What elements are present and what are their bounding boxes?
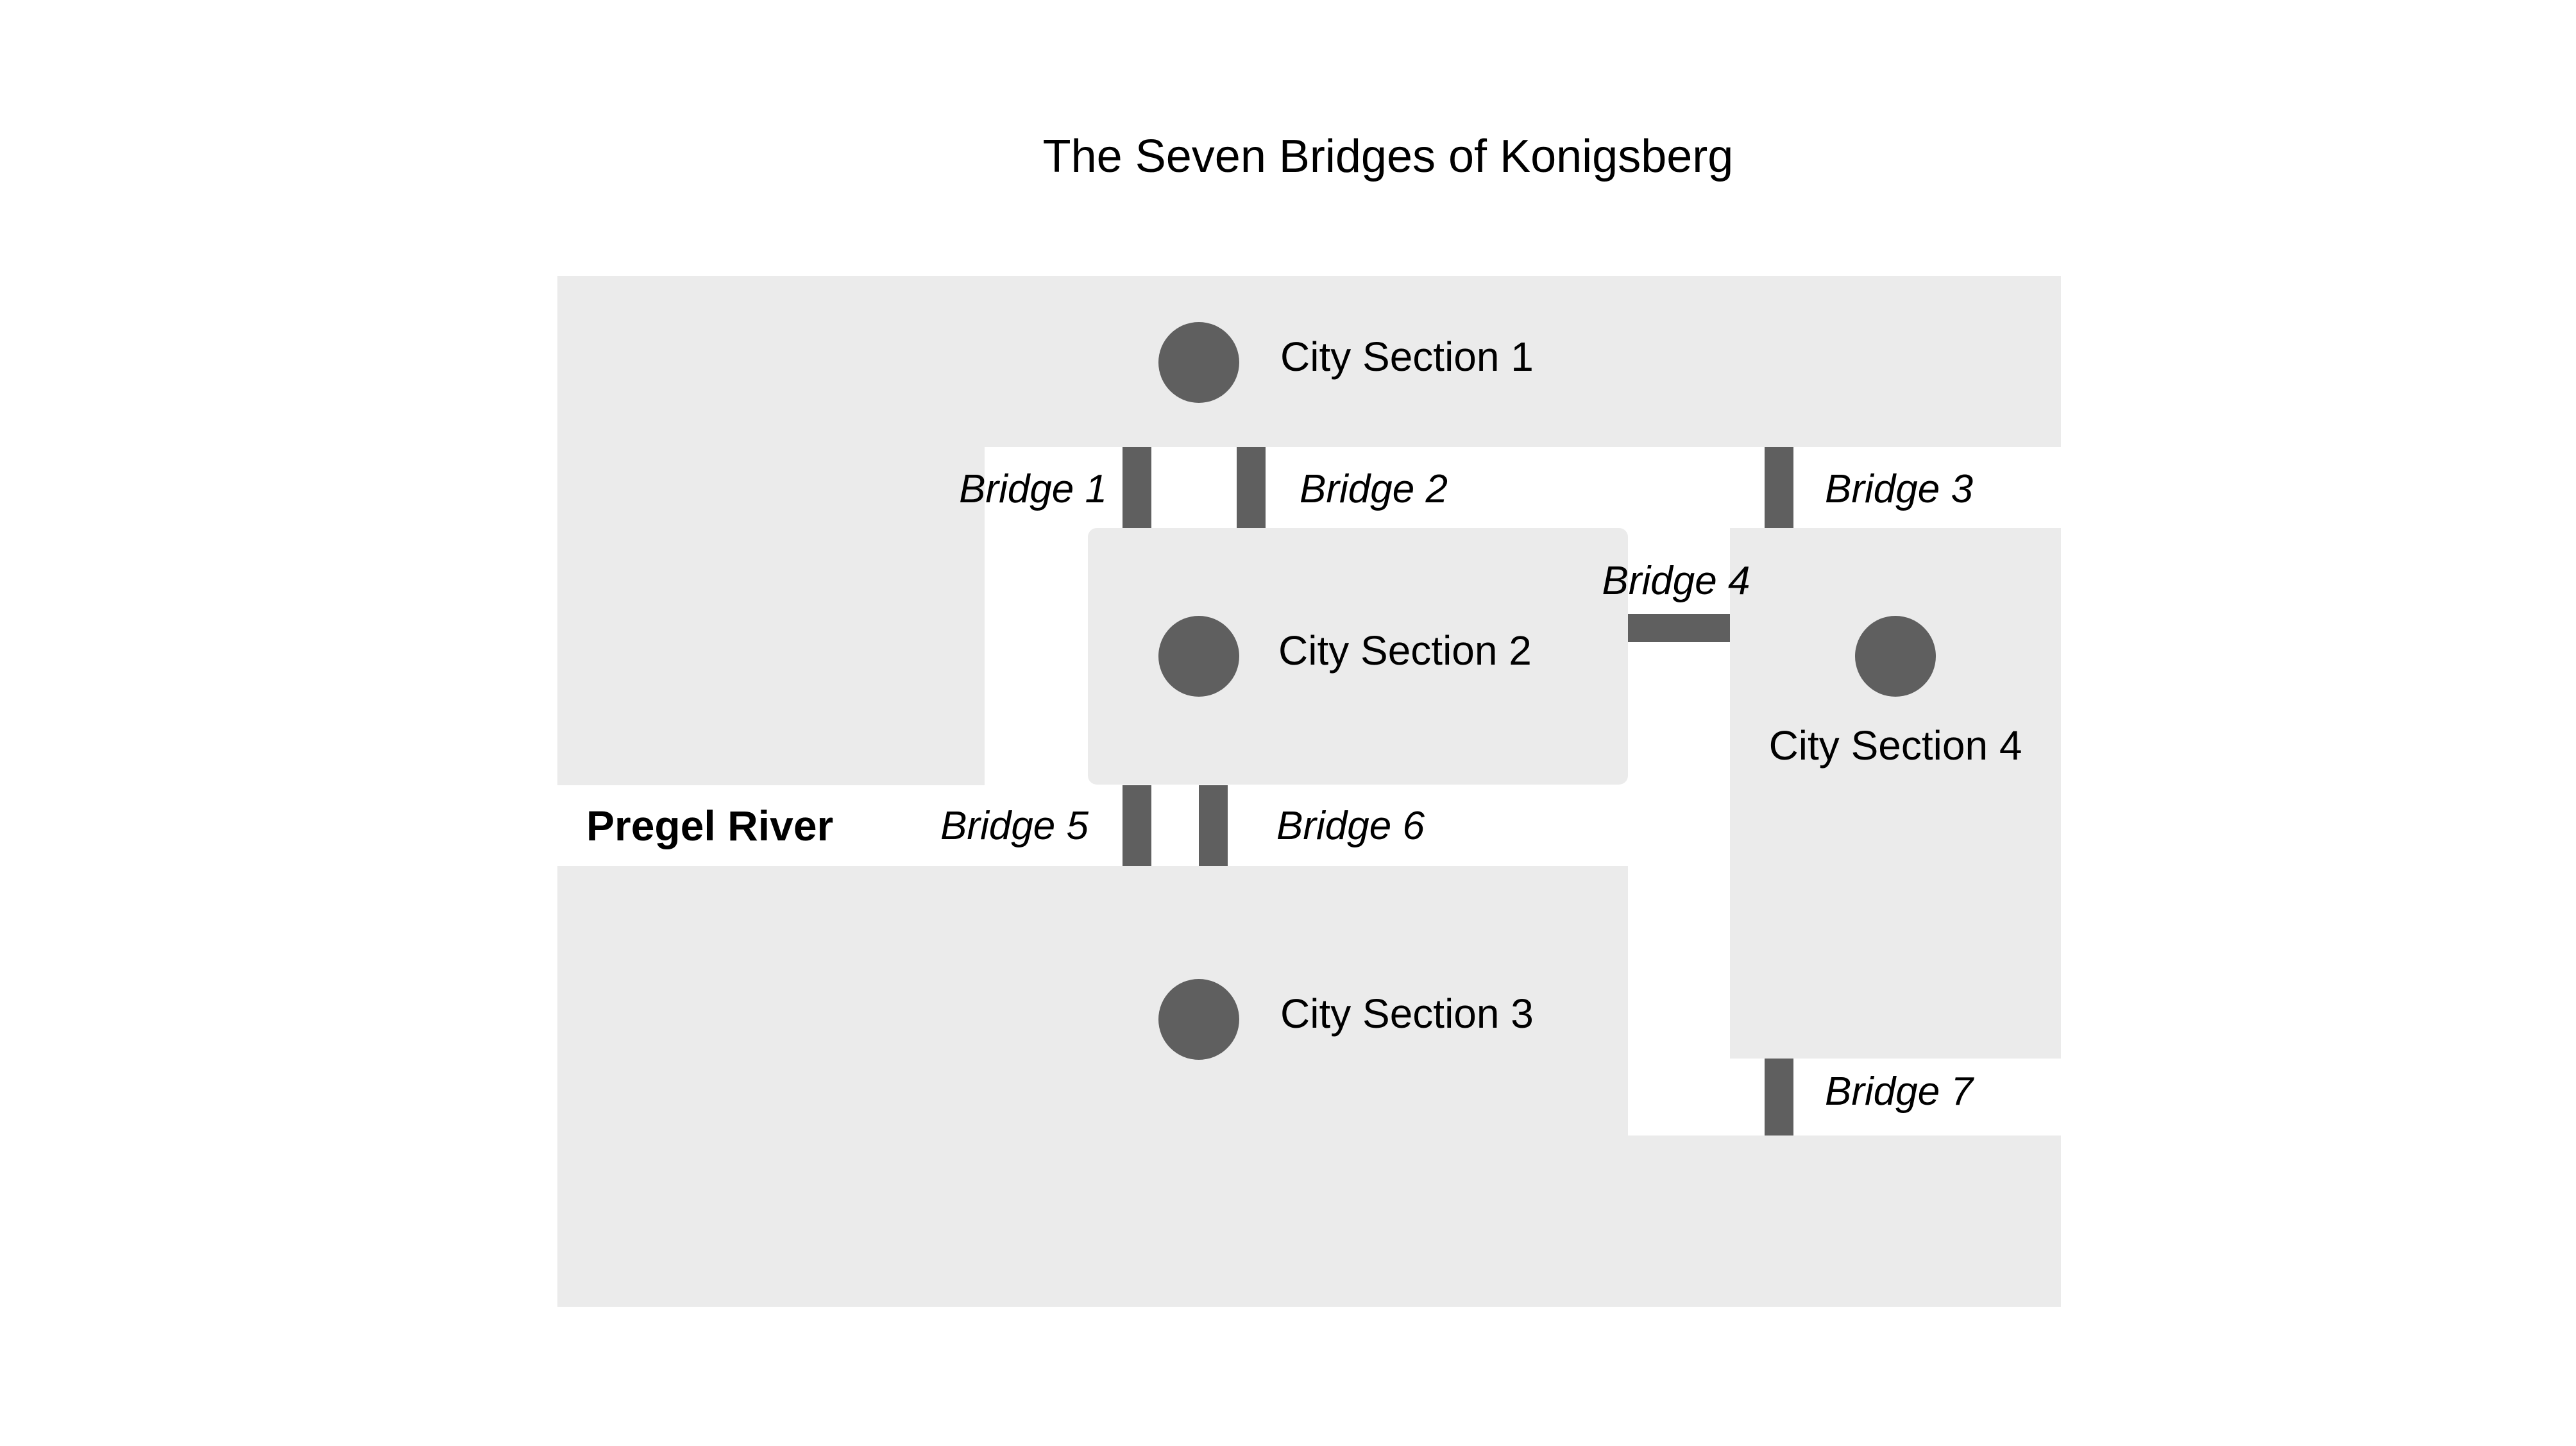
section-labels: City Section 1 City Section 2 City Secti… — [1278, 334, 2022, 1037]
bridge-6 — [1199, 785, 1228, 866]
land-section-3 — [557, 866, 2061, 1307]
section-4-label: City Section 4 — [1769, 722, 2022, 769]
bridge-4-label: Bridge 4 — [1602, 559, 1750, 603]
land-section-2 — [1088, 528, 1628, 785]
bridge-7 — [1765, 1059, 1793, 1136]
bridge-labels: Bridge 1 Bridge 2 Bridge 3 Bridge 4 Brid… — [940, 467, 1974, 1114]
bridge-7-label: Bridge 7 — [1825, 1069, 1974, 1114]
section-2-label: City Section 2 — [1278, 627, 1532, 674]
section-3-node — [1158, 979, 1239, 1060]
bridge-6-label: Bridge 6 — [1276, 804, 1425, 848]
diagram-title: The Seven Bridges of Konigsberg — [1043, 131, 1734, 182]
land-section-1 — [557, 276, 2061, 785]
section-nodes — [1158, 322, 1936, 1060]
bridges — [1123, 447, 1793, 1136]
bridge-2-label: Bridge 2 — [1300, 467, 1448, 511]
bridge-1-label: Bridge 1 — [959, 467, 1107, 511]
bridge-1 — [1123, 447, 1151, 528]
bridge-2 — [1237, 447, 1266, 528]
bridge-3 — [1765, 447, 1793, 528]
bridge-5 — [1123, 785, 1151, 866]
section-1-node — [1158, 322, 1239, 403]
section-4-node — [1855, 616, 1936, 697]
land-masses — [557, 276, 2061, 1307]
section-1-label: City Section 1 — [1280, 334, 1534, 380]
section-2-node — [1158, 616, 1239, 697]
bridge-5-label: Bridge 5 — [940, 804, 1089, 848]
section-3-label: City Section 3 — [1280, 991, 1534, 1037]
land-section-4 — [1730, 528, 2061, 1059]
bridge-3-label: Bridge 3 — [1825, 467, 1973, 511]
river-label: Pregel River — [586, 802, 833, 849]
bridge-4 — [1628, 614, 1730, 642]
